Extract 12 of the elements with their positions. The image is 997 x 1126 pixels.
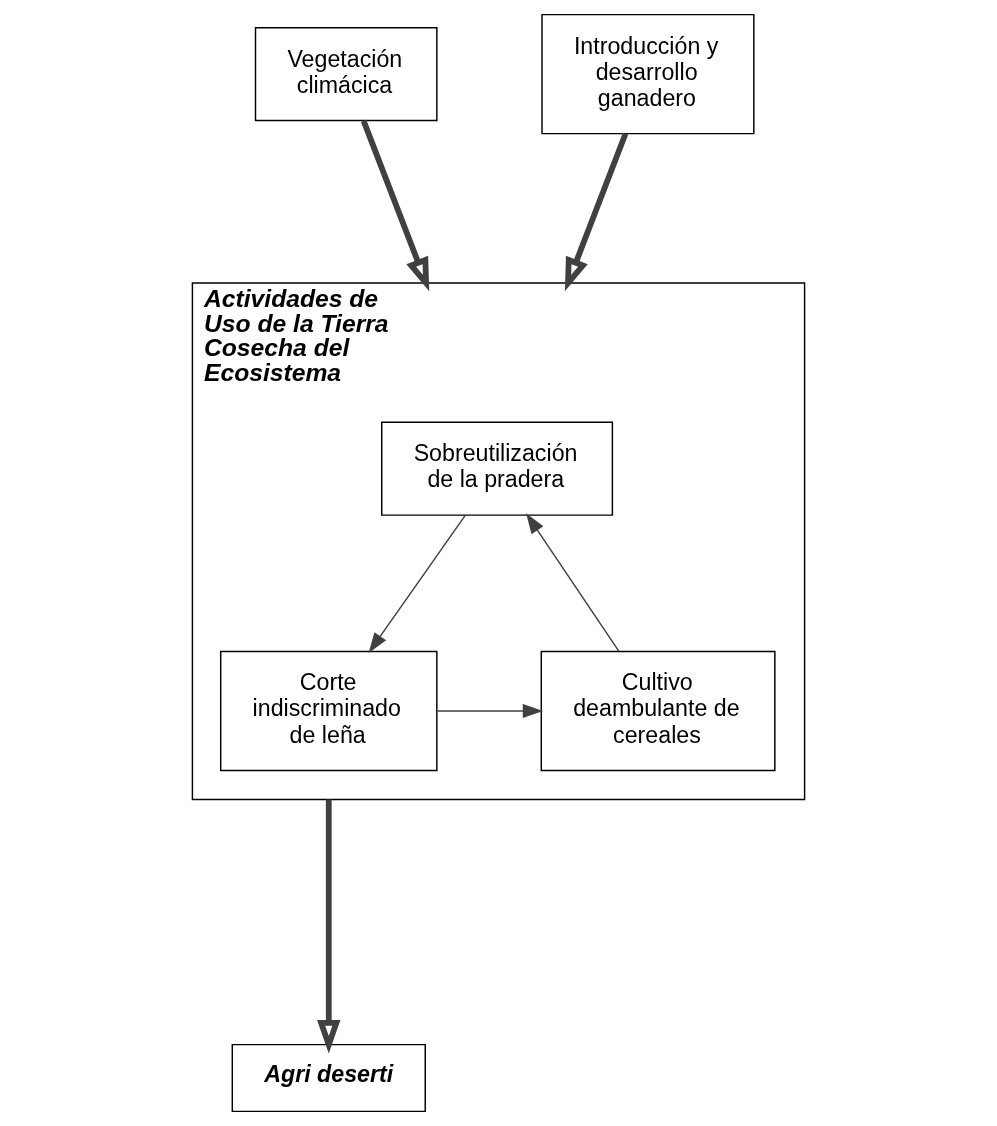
arrow [360, 119, 430, 292]
node-box: Agri deserti [231, 1043, 426, 1113]
arrow [368, 514, 467, 653]
node-box: Sobreutilización de la pradera [381, 421, 614, 516]
node-box: Introducción y desarrollo ganadero [541, 13, 755, 135]
node-box: Corte indiscriminado de leña [219, 650, 438, 772]
node-box: Cultivo deambulante de cereales [540, 650, 776, 772]
arrow [526, 513, 620, 652]
arrow [436, 703, 544, 719]
node-box: Vegetación climácica [254, 26, 438, 122]
arrow [317, 799, 341, 1054]
arrow [564, 132, 629, 292]
